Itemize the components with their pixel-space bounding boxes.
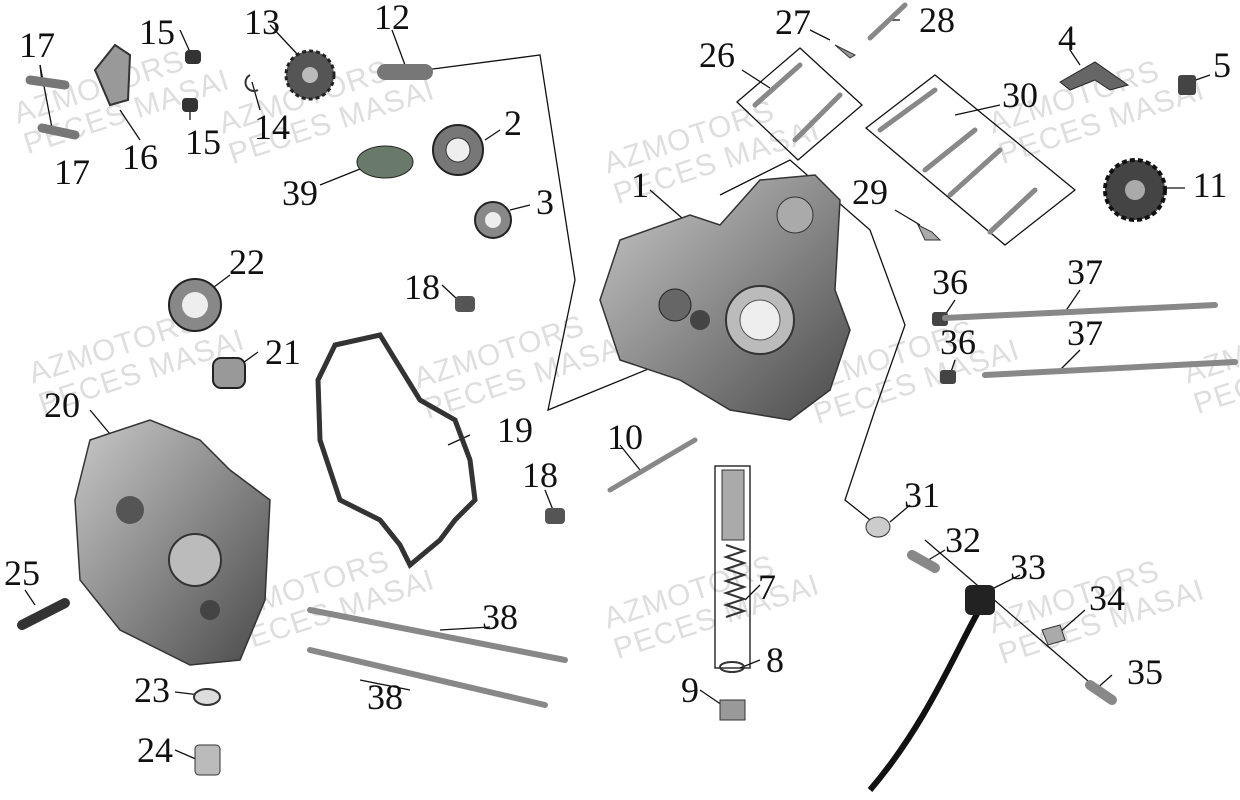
callout-19: 19 [497,410,533,450]
callout-8: 8 [766,640,784,680]
callout-17: 17 [54,152,90,192]
callout-2: 2 [504,103,522,143]
callout-9: 9 [681,670,699,710]
callout-22: 22 [229,242,265,282]
crankcase-gasket [315,332,478,569]
sprocket-11 [1103,158,1167,222]
callout-23: 23 [134,670,170,710]
callout-38: 38 [482,597,518,637]
callout-15: 15 [185,122,221,162]
bolt-5 [1178,75,1196,95]
clamp-34 [1041,624,1066,646]
bolt-17 [25,75,70,90]
callout-24: 24 [137,730,173,770]
callout-11: 11 [1192,165,1228,205]
callout-38: 38 [367,677,403,717]
callout-3: 3 [536,182,554,222]
callout-25: 25 [4,553,40,593]
callout-31: 31 [904,475,940,515]
callout-28: 28 [919,0,955,40]
long-bolts [307,2,1238,708]
callout-33: 33 [1010,547,1046,587]
cable-33 [867,598,988,792]
drain-plug-24 [194,744,221,776]
callout-17: 17 [19,25,55,65]
o-ring-8 [719,661,745,673]
callout-12: 12 [374,0,410,37]
plate-16 [93,43,132,107]
dowel-18 [545,508,565,524]
pump-assembly-7 [721,469,748,618]
washer-23 [193,688,221,706]
callout-10: 10 [607,417,643,457]
plug-9 [719,699,746,721]
bearing-3 [474,201,512,239]
callout-36: 36 [940,322,976,362]
callout-14: 14 [254,107,290,147]
clip-29 [916,223,942,241]
washer-31 [865,516,891,538]
callout-37: 37 [1067,313,1103,353]
callout-32: 32 [945,520,981,560]
stud-25 [17,598,70,630]
callout-16: 16 [122,137,158,177]
grommet-33 [965,585,995,615]
arm-4 [1059,61,1130,91]
callout-34: 34 [1089,578,1125,618]
bearing-22 [168,278,222,332]
callout-27: 27 [775,2,811,42]
group-boxes [714,47,1077,669]
right-crankcase-half [599,174,851,421]
callout-29: 29 [852,172,888,212]
dowel-15 [182,98,198,112]
callout-7: 7 [758,567,776,607]
clip-27 [834,44,857,59]
circlip-14 [244,74,259,92]
callout-26: 26 [699,35,735,75]
dowel-15 [185,50,201,64]
callout-39: 39 [282,173,318,213]
callout-1: 1 [631,165,649,205]
dowel-18 [455,296,475,312]
bolt-17 [37,123,80,140]
gear-13 [284,49,336,101]
bolt-32 [907,550,940,573]
callout-37: 37 [1067,252,1103,292]
left-crankcase-half [74,419,271,666]
callout-13: 13 [244,2,280,42]
callout-35: 35 [1127,652,1163,692]
callout-4: 4 [1058,18,1076,58]
callout-20: 20 [44,385,80,425]
callout-15: 15 [139,12,175,52]
callout-21: 21 [265,332,301,372]
dowel-36 [940,370,956,384]
callout-18: 18 [522,455,558,495]
bolt-35 [1085,680,1117,705]
callout-30: 30 [1002,75,1038,115]
bearing-21 [212,357,246,389]
callout-36: 36 [932,262,968,302]
bearing-2 [432,124,484,176]
washer-39 [356,145,414,179]
callout-5: 5 [1213,45,1231,85]
callout-18: 18 [404,267,440,307]
